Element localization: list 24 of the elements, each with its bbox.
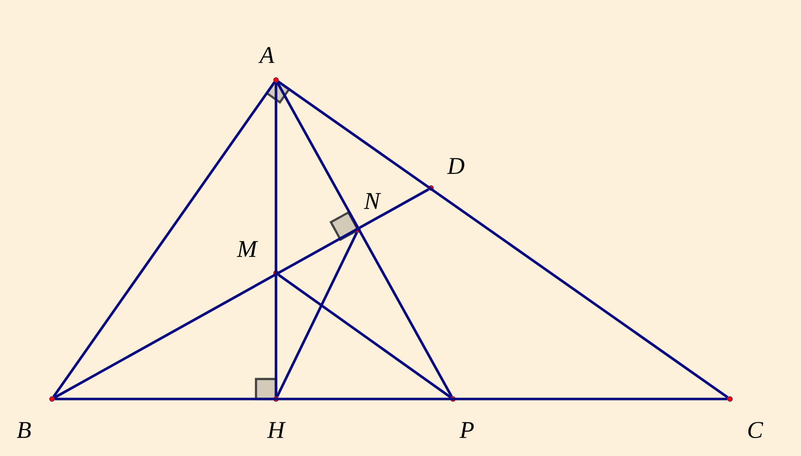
- segment: [274, 82, 278, 396]
- node-label: B: [16, 422, 31, 438]
- segment: [277, 274, 452, 398]
- point: P: [450, 396, 474, 438]
- node-label: P: [460, 422, 474, 438]
- node-label: H: [267, 422, 286, 438]
- point: A: [258, 47, 279, 83]
- segment: [277, 80, 729, 399]
- point: D: [428, 158, 464, 191]
- segment: [276, 232, 358, 398]
- node-label: D: [447, 158, 464, 174]
- point: N: [355, 193, 382, 233]
- node-label: N: [364, 193, 382, 209]
- node-label: A: [258, 47, 274, 63]
- segment: [54, 188, 430, 399]
- point: C: [727, 396, 764, 438]
- point: B: [16, 396, 55, 438]
- point: H: [267, 396, 286, 438]
- node-label: C: [748, 422, 764, 438]
- node-label: M: [236, 241, 258, 257]
- segment: [54, 398, 728, 400]
- segment: [276, 82, 453, 398]
- point: M: [236, 241, 279, 276]
- segment: [52, 81, 276, 398]
